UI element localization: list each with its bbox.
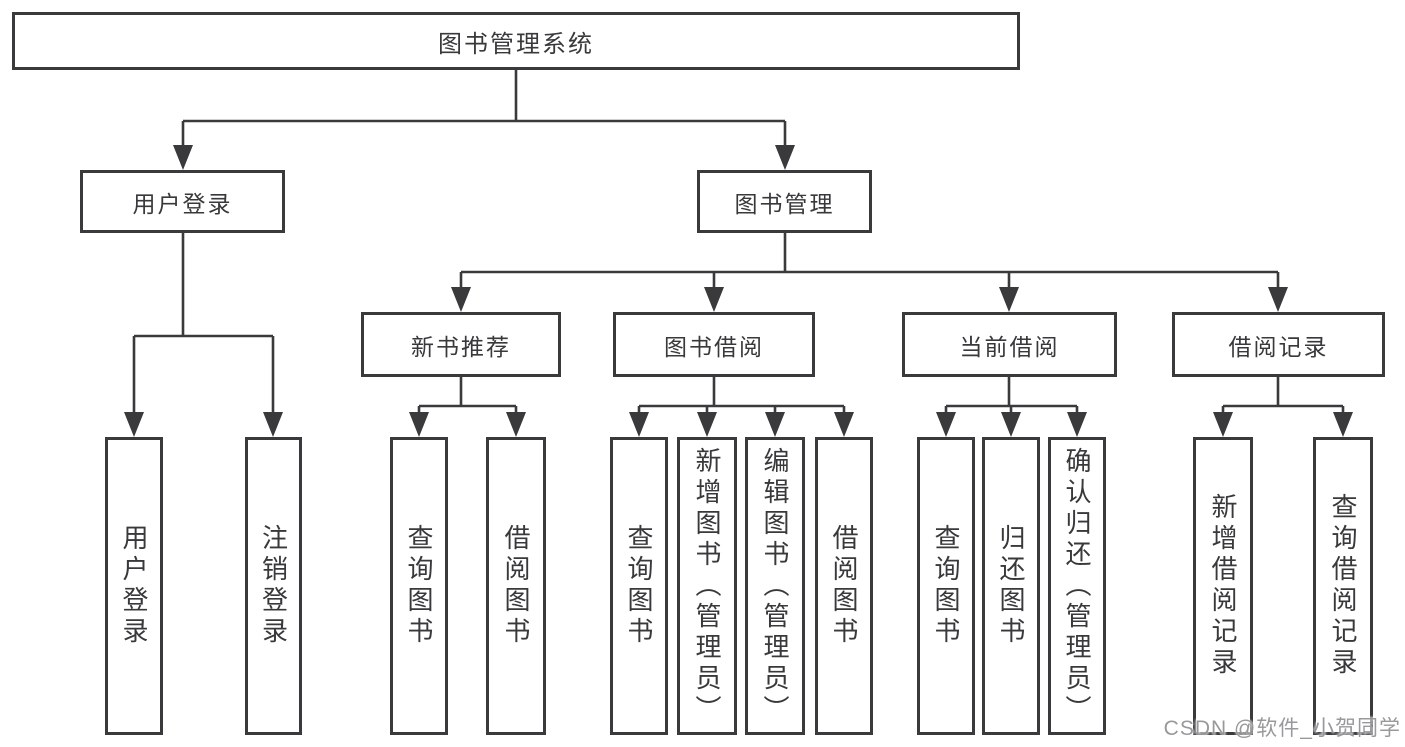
node-label: 图书管理: [734, 190, 835, 217]
node-label: 编辑图书（管理员）: [760, 446, 790, 726]
node-book-borrowing: 图书借阅: [613, 312, 815, 377]
node-leaf-borrow-books-recommend: 借阅图书: [486, 437, 546, 735]
connector-root-to-level2: [173, 69, 795, 170]
node-leaf-add-borrow-record: 新增借阅记录: [1193, 437, 1253, 735]
node-label: 新增借阅记录: [1208, 493, 1238, 679]
node-leaf-query-books-borrowing: 查询图书: [610, 437, 668, 735]
node-label: 确认归还（管理员）: [1062, 446, 1092, 726]
node-label: 新书推荐: [411, 333, 511, 360]
node-leaf-query-books-current: 查询图书: [917, 437, 975, 735]
node-leaf-query-books-recommend: 查询图书: [390, 437, 448, 735]
node-leaf-query-borrow-record: 查询借阅记录: [1313, 437, 1373, 735]
node-leaf-return-books: 归还图书: [982, 437, 1040, 735]
node-leaf-edit-books-admin: 编辑图书（管理员）: [745, 437, 805, 735]
connector-current-borrowing-children: [936, 376, 1087, 437]
connector-book-borrowing-children: [629, 376, 854, 437]
connector-new-book-recommend-children: [409, 376, 526, 437]
node-new-book-recommend: 新书推荐: [361, 312, 561, 377]
node-root: 图书管理系统: [12, 12, 1020, 70]
node-label: 当前借阅: [959, 333, 1060, 360]
node-book-management: 图书管理: [697, 170, 872, 233]
node-label: 查询借阅记录: [1328, 493, 1358, 679]
node-leaf-borrow-books-borrowing: 借阅图书: [815, 437, 873, 735]
node-label: 查询图书: [624, 524, 654, 648]
node-label: 借阅图书: [501, 524, 531, 648]
node-leaf-logout-login: 注销登录: [245, 437, 302, 735]
node-label: 新增图书（管理员）: [692, 446, 722, 726]
node-label: 查询图书: [931, 524, 961, 648]
node-leaf-user-login: 用户登录: [105, 437, 163, 735]
node-current-borrowing: 当前借阅: [902, 312, 1117, 377]
node-label: 归还图书: [996, 524, 1026, 648]
csdn-watermark: CSDN @软件_小贺同学: [1163, 717, 1401, 740]
connector-user-login-children: [124, 232, 283, 437]
node-label: 借阅记录: [1228, 333, 1329, 360]
node-label: 借阅图书: [829, 524, 859, 648]
connector-book-management-children: [451, 232, 1288, 312]
node-label: 用户登录: [119, 524, 149, 648]
node-leaf-add-books-admin: 新增图书（管理员）: [677, 437, 737, 735]
node-label: 用户登录: [132, 190, 233, 217]
node-borrowing-records: 借阅记录: [1172, 312, 1385, 377]
connector-borrowing-records-children: [1213, 376, 1353, 437]
node-label: 查询图书: [404, 524, 434, 648]
node-user-login: 用户登录: [80, 170, 285, 233]
node-label: 图书借阅: [664, 333, 764, 360]
node-label: 图书管理系统: [438, 30, 594, 58]
node-label: 注销登录: [258, 524, 289, 648]
node-leaf-confirm-return-admin: 确认归还（管理员）: [1048, 437, 1106, 735]
